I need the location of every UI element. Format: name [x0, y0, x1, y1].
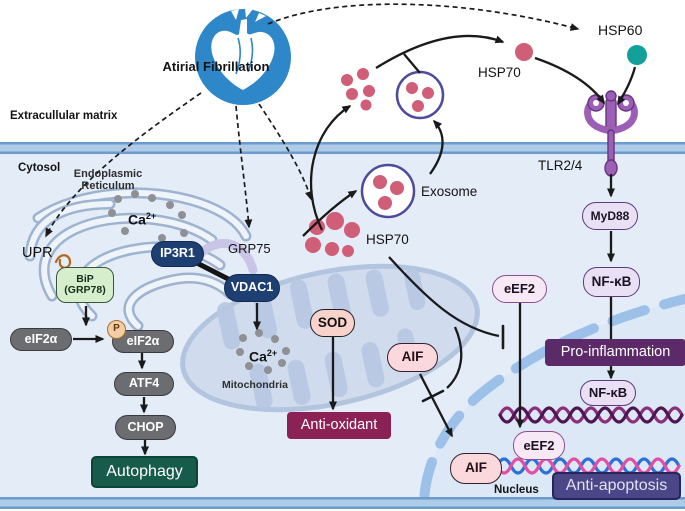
hsp70-dots-cytosol	[305, 212, 360, 257]
bottom-membrane	[0, 497, 685, 511]
hsp70-dot	[515, 43, 533, 61]
dna-helix-nfkb	[498, 406, 684, 424]
eef2-cytosol-node: eEF2	[492, 275, 547, 303]
heart-title: Atirial Fibrillation	[162, 59, 270, 74]
autophagy-node: Autophagy	[91, 456, 198, 488]
exosome-label: Exosome	[421, 184, 478, 199]
aif-cytosol-node: AIF	[387, 343, 438, 372]
arrow-heart-to-upr	[45, 92, 202, 238]
arrow-hsp70-to-exosome	[302, 190, 358, 237]
inhibit-hsp70-aif	[446, 326, 463, 389]
nfkb-nucleus-node: NF-κB	[580, 380, 636, 406]
mito-calcium-label: Ca2+	[249, 348, 278, 365]
extracellular-matrix-label: Extracullular matrix	[10, 110, 118, 122]
mitochondria-label: Mitochondria	[222, 379, 288, 391]
sod-node: SOD	[310, 309, 355, 337]
hsp70-extracellular-label: HSP70	[478, 65, 521, 80]
nuclear-envelope	[419, 293, 685, 505]
grp75-tether	[195, 239, 258, 275]
tlr24-label: TLR2/4	[538, 158, 583, 173]
mitochondria-graphic	[180, 263, 480, 413]
er-label: Endoplasmic Reticulum	[73, 168, 143, 193]
tlr-receptor-icon	[584, 90, 638, 177]
hsp70-dots-extracellular	[341, 68, 375, 111]
arrow-hsp70-to-tlr	[534, 56, 605, 105]
pro-inflammation-node: Pro-inflammation	[545, 339, 685, 366]
nucleus-label: Nucleus	[494, 484, 539, 496]
eif2a-node: eIF2α	[10, 328, 72, 351]
inhibit-bar-aif	[421, 389, 445, 403]
eif2a-phospho-node: eIF2α	[112, 330, 174, 353]
chop-node: CHOP	[115, 415, 176, 440]
cytosol-label: Cytosol	[18, 162, 61, 174]
myd88-node: MyD88	[582, 202, 638, 230]
arrow-aif-to-nucleus	[418, 373, 454, 438]
exosome-arc-stub	[403, 53, 421, 74]
cell-membrane	[0, 142, 685, 154]
heart-icon	[195, 8, 291, 105]
anti-oxidant-node: Anti-oxidant	[287, 412, 391, 439]
hsp60-dot	[627, 45, 647, 65]
phospho-badge: P	[107, 320, 126, 339]
arrow-heart-to-hsp70	[258, 103, 313, 201]
er-calcium-label: Ca2+	[128, 211, 157, 228]
bip-grp78-node: BiP(GRP78)	[56, 267, 114, 303]
mito-calcium-dots	[236, 329, 290, 374]
aif-nucleus-node: AIF	[450, 453, 502, 484]
anti-apoptosis-node: Anti-apoptosis	[552, 472, 681, 500]
upr-label: UPR	[22, 245, 53, 261]
exosome-cytosol	[360, 163, 416, 219]
exosome-extracellular	[395, 70, 445, 120]
vdac1-node: VDAC1	[224, 274, 280, 302]
nfkb-cytosol-node: NF-κB	[583, 267, 640, 297]
arrow-to-free-hsp70	[375, 34, 505, 69]
arrow-hsp70-secretion	[309, 105, 352, 231]
arrow-hsp60-to-tlr	[617, 66, 637, 106]
atf4-node: ATF4	[114, 372, 174, 396]
er-calcium-dots	[108, 190, 188, 242]
hsp70-cytosol-label: HSP70	[366, 232, 409, 247]
hsp60-label: HSP60	[598, 22, 643, 38]
ip3r1-node: IP3R1	[151, 241, 204, 267]
eef2-nucleus-node: eEF2	[513, 431, 565, 460]
inhibit-hsp70-eef2	[388, 256, 500, 338]
arrow-heart-to-er	[235, 105, 253, 229]
grp75-label: GRP75	[228, 241, 271, 256]
arrow-exosome-release	[429, 119, 444, 175]
